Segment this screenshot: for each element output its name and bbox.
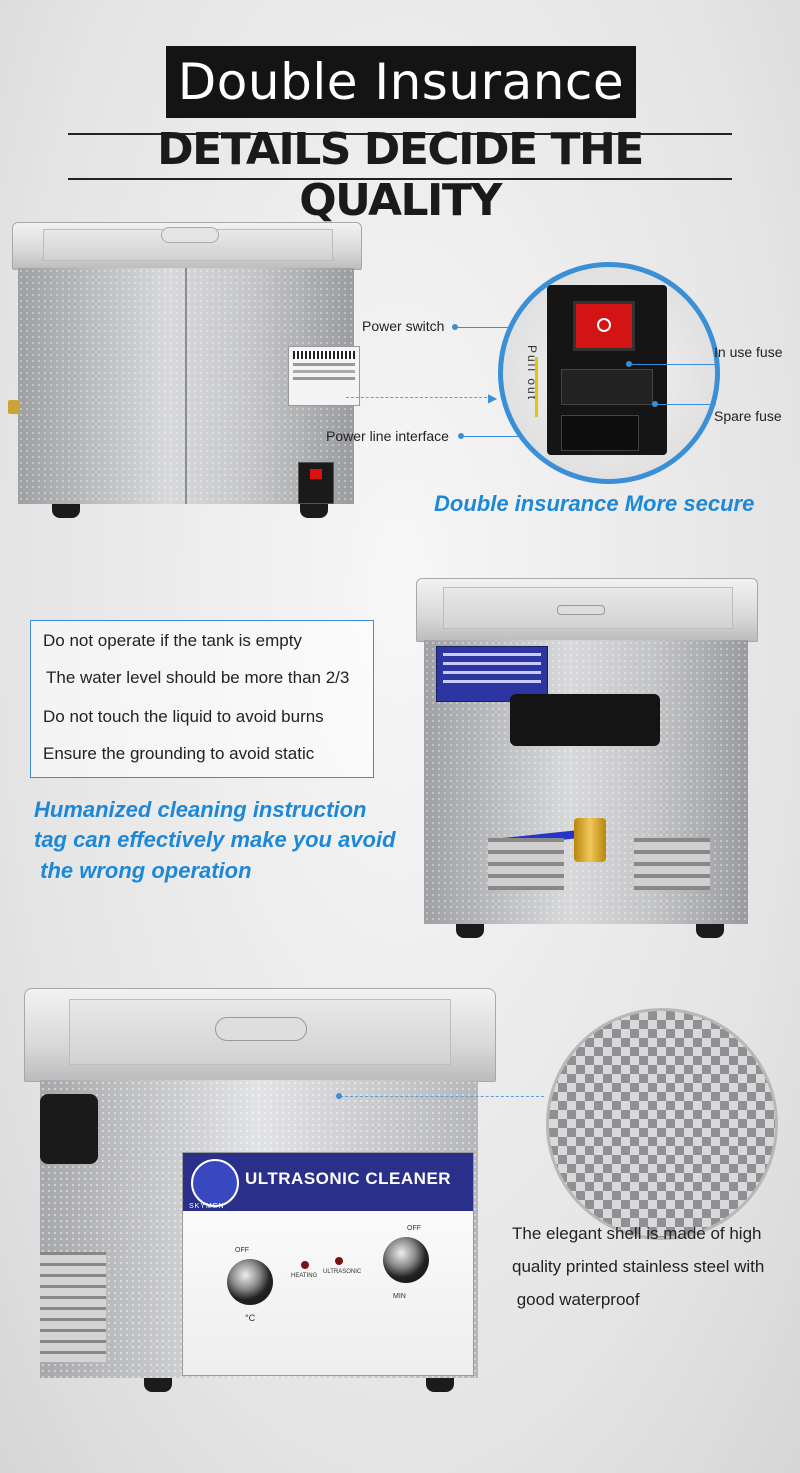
tank-body: SKYMEN ULTRASONIC CLEANER OFF °C HEATING… xyxy=(40,1080,478,1378)
arrow-right-icon: ▶ xyxy=(488,391,498,405)
heating-knob[interactable] xyxy=(227,1259,273,1305)
front-handle xyxy=(40,1094,98,1164)
caption-line-2: tag can effectively make you avoid xyxy=(34,827,396,852)
ultrasonic-indicator xyxy=(335,1257,343,1265)
timer-knob[interactable] xyxy=(383,1237,429,1283)
label-heating: HEATING xyxy=(291,1273,318,1279)
spec-label-sticker xyxy=(288,346,360,406)
instruction-line: The water level should be more than 2/3 xyxy=(46,668,350,687)
power-switch-icon xyxy=(573,301,635,351)
steel-texture-zoom xyxy=(546,1008,778,1240)
control-panel: SKYMEN ULTRASONIC CLEANER OFF °C HEATING… xyxy=(182,1152,474,1376)
pull-out-arrow-icon xyxy=(535,357,538,417)
label-power-line-interface: Power line interface xyxy=(326,428,449,444)
label-min: MIN xyxy=(393,1293,406,1300)
lid-handle xyxy=(215,1017,307,1041)
caption-line-3: the wrong operation xyxy=(34,858,252,883)
switch-zoom-circle: Pull out xyxy=(498,262,720,484)
drain-valve xyxy=(8,400,20,414)
fuse-module xyxy=(547,285,667,455)
vent-front xyxy=(40,1252,106,1362)
power-socket xyxy=(298,462,334,504)
label-off-left: OFF xyxy=(235,1247,249,1254)
description-line-1: The elegant shell is made of high xyxy=(512,1224,762,1243)
label-power-switch: Power switch xyxy=(362,318,445,334)
brand-logo-icon xyxy=(191,1159,239,1207)
label-off-right: OFF xyxy=(407,1225,421,1232)
heating-indicator xyxy=(301,1261,309,1269)
cleaner-back-view xyxy=(8,222,368,522)
vent-left xyxy=(488,838,564,890)
label-in-use-fuse: In use fuse xyxy=(714,344,783,360)
cleaner-side-view xyxy=(416,578,758,944)
tank-lid xyxy=(416,578,758,642)
divider-top xyxy=(68,133,732,135)
side-handle xyxy=(510,694,660,746)
instruction-box: Do not operate if the tank is empty The … xyxy=(30,620,374,778)
label-ultrasonic: ULTRASONIC xyxy=(323,1269,362,1275)
instruction-line: Ensure the grounding to avoid static xyxy=(43,744,315,763)
instruction-line: Do not touch the liquid to avoid burns xyxy=(43,707,324,726)
tank-lid xyxy=(24,988,496,1082)
instruction-tag xyxy=(436,646,548,702)
caption-line-1: Humanized cleaning instruction xyxy=(34,797,367,822)
label-temp-unit: °C xyxy=(245,1313,256,1323)
lid-handle xyxy=(557,605,605,615)
tank-lid xyxy=(12,222,362,270)
label-spare-fuse: Spare fuse xyxy=(714,408,782,424)
page-title: Double Insurance xyxy=(177,53,625,111)
description-line-2: quality printed stainless steel with xyxy=(512,1257,765,1276)
cleaner-front-view: SKYMEN ULTRASONIC CLEANER OFF °C HEATING… xyxy=(18,988,500,1400)
panel-title: ULTRASONIC CLEANER xyxy=(245,1169,452,1188)
description-line-3: good waterproof xyxy=(512,1290,640,1309)
caption-double-insurance: Double insurance More secure xyxy=(434,491,755,516)
brand-name: SKYMEN xyxy=(189,1203,225,1210)
title-banner xyxy=(166,46,636,118)
vent-right xyxy=(634,838,710,890)
tank-body xyxy=(424,640,748,924)
drain-valve xyxy=(574,818,606,862)
divider-bottom xyxy=(68,178,732,180)
fuse-drawer xyxy=(561,369,653,405)
tank-body xyxy=(18,268,360,504)
instruction-line: Do not operate if the tank is empty xyxy=(43,631,302,650)
page-subtitle: DETAILS DECIDE THE QUALITY xyxy=(157,124,644,226)
lid-handle xyxy=(161,227,219,243)
